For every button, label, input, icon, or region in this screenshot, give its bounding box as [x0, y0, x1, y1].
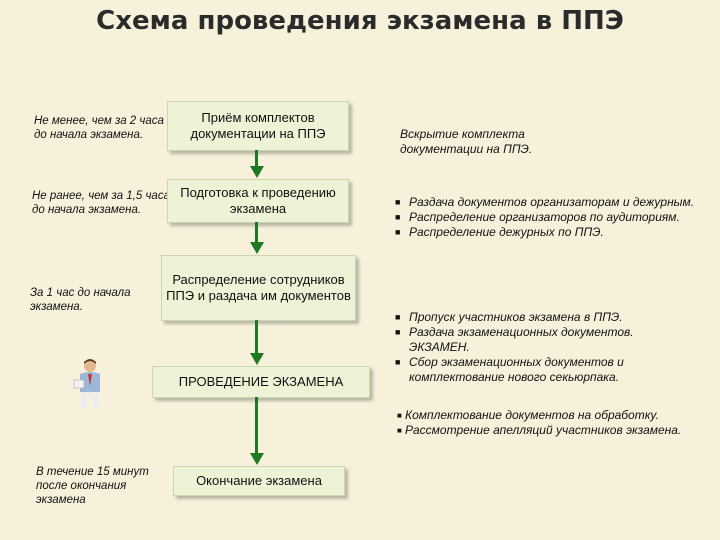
- arrow-down-icon: [250, 397, 264, 465]
- bullet-icon: ■: [395, 357, 401, 367]
- bullet-icon: ■: [395, 227, 401, 237]
- bullet-icon: ■: [395, 312, 401, 322]
- list-item: ■Сбор экзаменационных документов и компл…: [395, 355, 624, 384]
- arrow-down-icon: [250, 222, 264, 254]
- step-label: Распределение сотрудников ППЭ и раздача …: [166, 272, 351, 303]
- list-item: ■Раздача документов организаторам и дежу…: [395, 195, 695, 209]
- bullet-icon: ■: [395, 212, 401, 222]
- list-item: ■Раздача экзаменационных документов. ЭКЗ…: [395, 325, 634, 354]
- page-title: Схема проведения экзамена в ППЭ: [96, 6, 624, 36]
- group2-list: ■Пропуск участников экзамена в ППЭ. ■Раз…: [395, 310, 695, 385]
- step-preparation: Подготовка к проведению экзамена: [167, 179, 349, 223]
- bullet-icon: ■: [397, 426, 402, 435]
- arrow-down-icon: [250, 320, 264, 365]
- opening-note: Вскрытие комплекта документации на ППЭ.: [400, 127, 533, 156]
- group3-list: ■Комплектование документов на обработку.…: [397, 408, 697, 438]
- step-label: ПРОВЕДЕНИЕ ЭКЗАМЕНА: [178, 374, 344, 389]
- list-item: ■Комплектование документов на обработку.: [397, 408, 659, 422]
- group1-list: ■Раздача документов организаторам и дежу…: [395, 195, 695, 240]
- bullet-icon: ■: [395, 327, 401, 337]
- step-label: Окончание экзамена: [196, 473, 322, 488]
- person-icon: [73, 359, 100, 408]
- step-exam-end: Окончание экзамена: [173, 466, 345, 496]
- bullet-icon: ■: [397, 411, 402, 420]
- note-1-5-hours: Не ранее, чем за 1,5 часа до начала экза…: [32, 190, 170, 216]
- step-staff-distribution: Распределение сотрудников ППЭ и раздача …: [161, 255, 356, 321]
- list-item: ■Пропуск участников экзамена в ППЭ.: [395, 310, 623, 324]
- arrow-down-icon: [250, 150, 264, 178]
- list-item: ■Рассмотрение апелляций участников экзам…: [397, 423, 682, 437]
- step-label: Подготовка к проведению экзамена: [180, 185, 336, 216]
- note-2-hours: Не менее, чем за 2 часа до начала экзаме…: [34, 115, 164, 141]
- note-1-hour: За 1 час до начала экзамена.: [30, 287, 131, 313]
- list-item: ■Распределение дежурных по ППЭ.: [395, 225, 604, 239]
- step-exam: ПРОВЕДЕНИЕ ЭКЗАМЕНА: [152, 366, 370, 398]
- list-item: ■Распределение организаторов по аудитори…: [395, 210, 680, 224]
- note-15-minutes: В течение 15 минут после окончания экзам…: [36, 466, 149, 506]
- bullet-icon: ■: [395, 197, 401, 207]
- step-receive-documents: Приём комплектов документации на ППЭ: [167, 101, 349, 151]
- step-label: Приём комплектов документации на ППЭ: [190, 110, 326, 141]
